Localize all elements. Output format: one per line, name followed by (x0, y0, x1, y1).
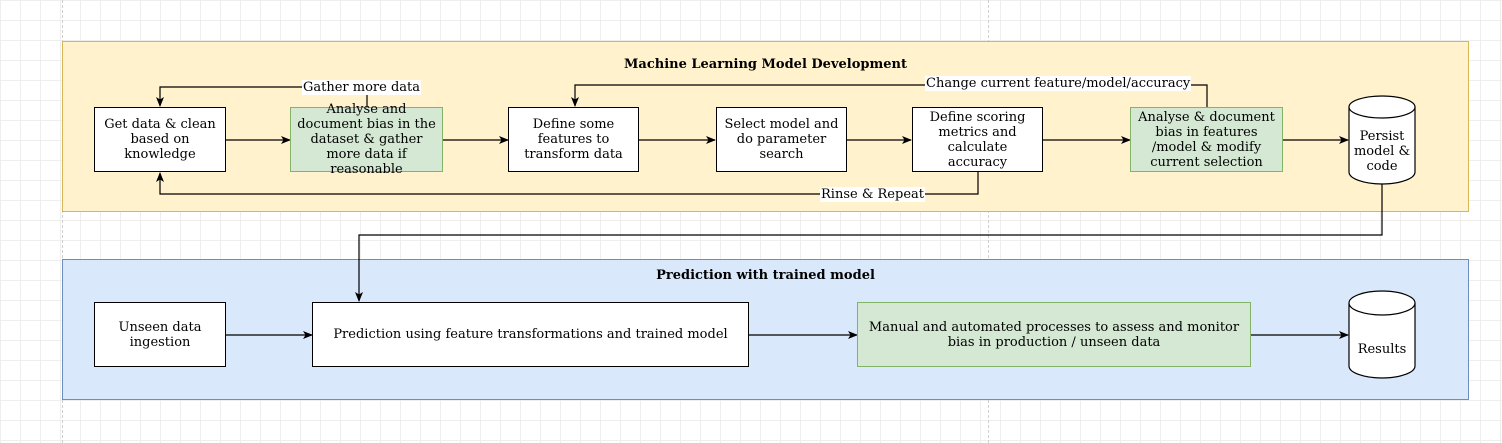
node-define-features[interactable]: Define some features to transform data (508, 107, 639, 172)
node-persist-model-label: Persist model & code (1353, 128, 1411, 174)
node-select-model-label: Select model and do parameter search (724, 117, 839, 162)
node-monitor-bias-label: Manual and automated processes to assess… (868, 319, 1240, 350)
node-get-data[interactable]: Get data & clean based on knowledge (94, 107, 226, 172)
node-results[interactable] (1348, 290, 1416, 380)
edge-label-change-current: Change current feature/model/accuracy (925, 76, 1192, 91)
node-analyse-feature-bias-label: Analyse & document bias in features /mod… (1138, 109, 1275, 170)
node-monitor-bias[interactable]: Manual and automated processes to assess… (857, 302, 1251, 367)
node-analyse-feature-bias[interactable]: Analyse & document bias in features /mod… (1130, 107, 1283, 172)
node-define-features-label: Define some features to transform data (524, 117, 623, 162)
node-define-metrics[interactable]: Define scoring metrics and calculate acc… (912, 107, 1043, 172)
node-unseen-data[interactable]: Unseen data ingestion (94, 302, 226, 367)
edge-change-current (571, 84, 1208, 107)
edge-rinse-repeat (156, 172, 979, 195)
node-analyse-dataset-bias-label: Analyse and document bias in the dataset… (297, 102, 436, 177)
node-select-model[interactable]: Select model and do parameter search (716, 107, 847, 172)
node-prediction-label: Prediction using feature transformations… (333, 327, 728, 342)
edge-label-rinse-repeat: Rinse & Repeat (820, 187, 925, 202)
prediction-lane-title: Prediction with trained model (656, 268, 875, 283)
node-prediction[interactable]: Prediction using feature transformations… (312, 302, 749, 367)
node-analyse-dataset-bias[interactable]: Analyse and document bias in the dataset… (290, 102, 443, 177)
node-get-data-label: Get data & clean based on knowledge (104, 117, 216, 162)
edge-persist-to-prediction (355, 183, 1383, 302)
ml-lane-title: Machine Learning Model Development (624, 57, 907, 72)
grid-guide-middle (988, 0, 989, 443)
node-results-label: Results (1357, 341, 1407, 357)
edge-gather-more-data (156, 86, 368, 107)
node-unseen-data-label: Unseen data ingestion (118, 319, 202, 350)
edge-label-gather-more-data: Gather more data (302, 80, 422, 95)
node-define-metrics-label: Define scoring metrics and calculate acc… (929, 109, 1026, 170)
grid-guide-left (62, 0, 63, 443)
node-persist-model[interactable] (1348, 95, 1416, 187)
